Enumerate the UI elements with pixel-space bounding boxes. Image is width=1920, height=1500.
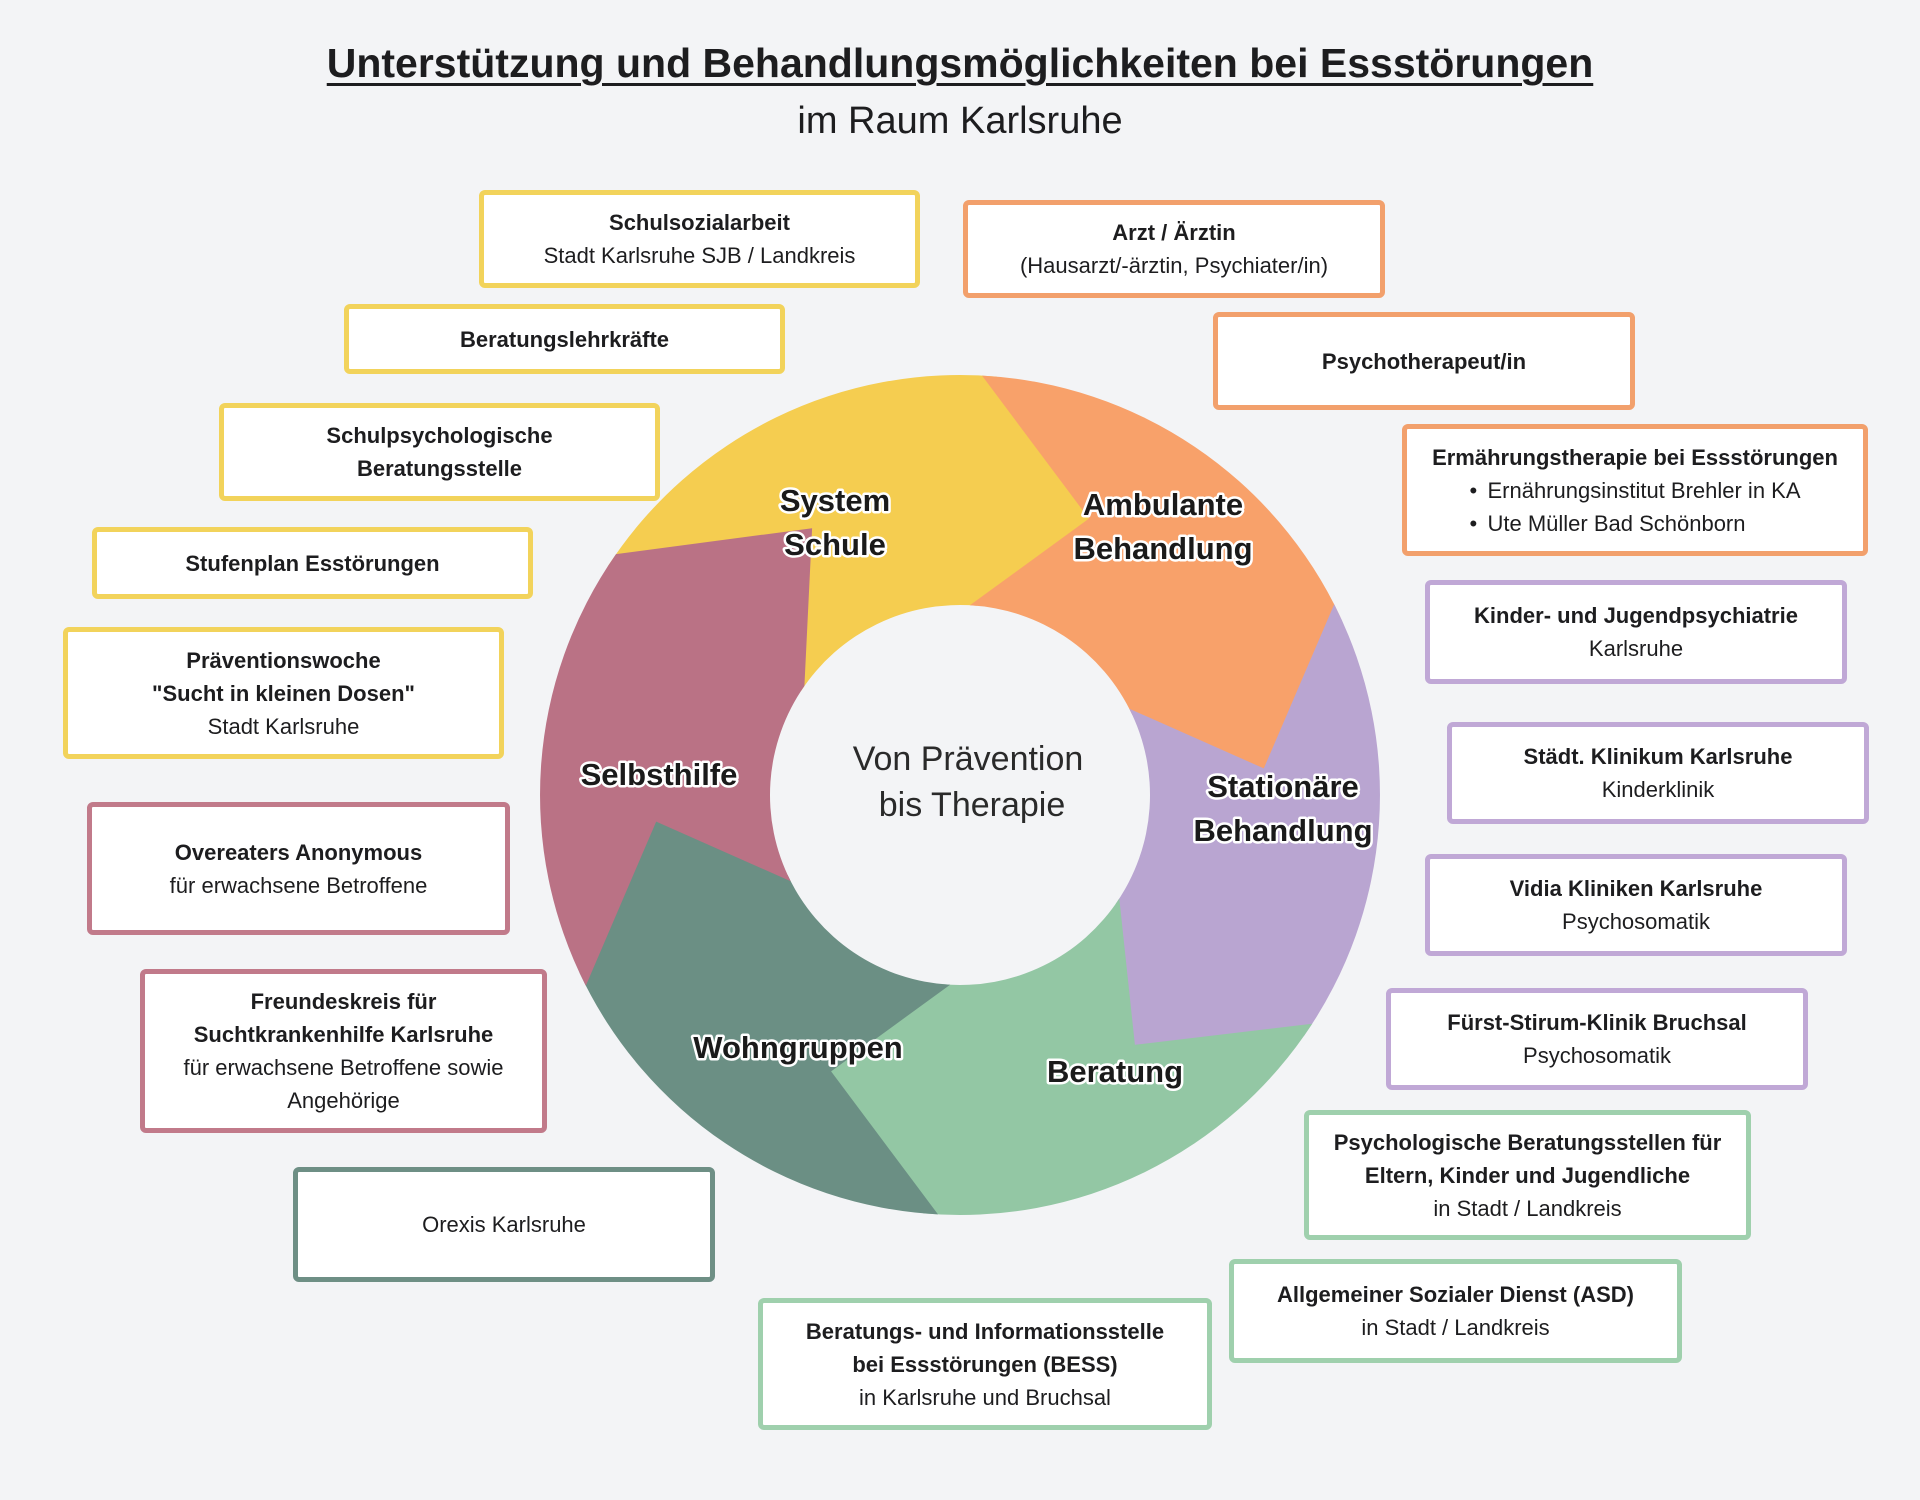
segment-ambulante-behandlung (969, 375, 1341, 801)
box-title-line1: Schulpsychologische (326, 423, 553, 448)
box-title-line2: Eltern, Kinder und Jugendliche (1364, 1162, 1691, 1188)
box-subtitle: in Stadt / Landkreis (1361, 1315, 1550, 1340)
box-stufenplan: Stufenplan Esstörungen (92, 527, 533, 599)
box-title-line1: Freundeskreis für (250, 989, 437, 1014)
box-praeventionswoche: Präventionswoche "Sucht in kleinen Dosen… (63, 627, 504, 759)
box-subtitle: (Hausarzt/-ärztin, Psychiater/in) (1019, 253, 1329, 278)
center-label-line2: bis Therapie (879, 786, 1066, 824)
segment-system-schule (607, 375, 1118, 692)
box-title: Arzt / Ärztin (1112, 220, 1236, 245)
box-subtitle: Psychosomatik (1562, 909, 1710, 934)
box-list: Ernährungsinstitut Brehler in KA Ute Mül… (1469, 474, 1800, 540)
box-fuerst-stirum-klinik: Fürst-Stirum-Klinik Bruchsal Psychosomat… (1386, 988, 1808, 1090)
box-title: Städt. Klinikum Karlsruhe (1523, 744, 1793, 769)
box-title-line2: bei Essstörungen (BESS) (852, 1351, 1118, 1377)
box-overeaters-anonymous: Overeaters Anonymous für erwachsene Betr… (87, 802, 510, 935)
box-subtitle: Stadt Karlsruhe (207, 713, 360, 739)
segment-label-beratung: Beratung (1047, 1054, 1183, 1089)
box-list-item: Ernährungsinstitut Brehler in KA (1469, 474, 1800, 507)
box-subtitle: Psychosomatik (1523, 1043, 1671, 1068)
box-kinder-jugendpsychiatrie: Kinder- und Jugendpsychiatrie Karlsruhe (1425, 580, 1847, 684)
box-subtitle: in Stadt / Landkreis (1433, 1195, 1622, 1221)
box-subtitle-line2: Angehörige (287, 1088, 400, 1113)
box-subtitle-line1: für erwachsene Betroffene sowie (183, 1055, 504, 1080)
box-title: Overeaters Anonymous (174, 839, 423, 865)
box-title-line2: Suchtkrankenhilfe Karlsruhe (193, 1022, 494, 1047)
box-subtitle: Karlsruhe (1588, 636, 1684, 661)
segment-label-selbsthilfe: Selbsthilfe (581, 757, 738, 792)
box-ernaehrungstherapie: Ermährungstherapie bei Essstörungen Ernä… (1402, 424, 1868, 556)
box-title-line1: Psychologische Beratungsstellen für (1333, 1129, 1722, 1155)
box-subtitle: Orexis Karlsruhe (422, 1212, 586, 1237)
segment-stationaere-behandlung (1107, 604, 1380, 1062)
center-label-line1: Von Prävention (853, 740, 1084, 778)
box-title: Vidia Kliniken Karlsruhe (1509, 876, 1763, 901)
box-title-line2: "Sucht in kleinen Dosen" (152, 680, 415, 706)
segment-label-system-schule-1: System (780, 483, 890, 518)
box-arzt: Arzt / Ärztin (Hausarzt/-ärztin, Psychia… (963, 200, 1385, 298)
box-staedt-klinikum: Städt. Klinikum Karlsruhe Kinderklinik (1447, 722, 1869, 824)
box-subtitle: für erwachsene Betroffene (169, 872, 428, 898)
box-title: Schulsozialarbeit (609, 210, 790, 235)
box-list-item: Ute Müller Bad Schönborn (1469, 507, 1800, 540)
box-schulpsychologische-beratungsstelle: Schulpsychologische Beratungsstelle (219, 403, 660, 501)
box-subtitle: Stadt Karlsruhe SJB / Landkreis (543, 243, 856, 268)
box-title-line1: Präventionswoche (186, 647, 381, 673)
segment-beratung (802, 898, 1313, 1215)
segment-label-ambulante-2: Behandlung (1073, 531, 1252, 566)
box-title: Kinder- und Jugendpsychiatrie (1474, 603, 1798, 628)
box-subtitle: Kinderklinik (1601, 777, 1715, 802)
box-bess: Beratungs- und Informationsstelle bei Es… (758, 1298, 1212, 1430)
box-orexis: Orexis Karlsruhe (293, 1167, 715, 1282)
box-psychologische-beratungsstellen: Psychologische Beratungsstellen für Elte… (1304, 1110, 1751, 1240)
box-psychotherapeut: Psychotherapeut/in (1213, 312, 1635, 410)
segment-label-stationaer-1: Stationäre (1207, 769, 1359, 804)
box-title: Ermährungstherapie bei Essstörungen (1432, 444, 1838, 470)
segment-label-stationaer-2: Behandlung (1193, 813, 1372, 848)
segment-label-system-schule-2: Schule (784, 527, 886, 562)
box-title-line1: Beratungs- und Informationsstelle (805, 1318, 1165, 1344)
segment-labels: System Schule Ambulante Behandlung Stati… (578, 481, 1375, 1092)
box-beratungslehrkraefte: Beratungslehrkräfte (344, 304, 785, 374)
page-subtitle: im Raum Karlsruhe (797, 100, 1123, 142)
box-asd: Allgemeiner Sozialer Dienst (ASD) in Sta… (1229, 1259, 1682, 1363)
box-title-line2: Beratungsstelle (356, 456, 523, 481)
segment-label-ambulante-1: Ambulante (1083, 487, 1243, 522)
segment-label-wohngruppen: Wohngruppen (693, 1030, 903, 1065)
box-subtitle: in Karlsruhe und Bruchsal (859, 1384, 1111, 1410)
box-vidia-kliniken: Vidia Kliniken Karlsruhe Psychosomatik (1425, 854, 1847, 956)
box-title: Psychotherapeut/in (1321, 348, 1527, 374)
box-title: Beratungslehrkräfte (459, 326, 670, 352)
box-freundeskreis: Freundeskreis für Suchtkrankenhilfe Karl… (140, 969, 547, 1133)
page-title: Unterstützung und Behandlungsmöglichkeit… (326, 40, 1594, 86)
segment-wohngruppen (579, 789, 951, 1215)
box-title: Allgemeiner Sozialer Dienst (ASD) (1277, 1282, 1634, 1307)
box-title: Fürst-Stirum-Klinik Bruchsal (1447, 1010, 1747, 1035)
box-title: Stufenplan Esstörungen (185, 550, 440, 576)
box-schulsozialarbeit: Schulsozialarbeit Stadt Karlsruhe SJB / … (479, 190, 920, 288)
segment-selbsthilfe (540, 528, 813, 986)
